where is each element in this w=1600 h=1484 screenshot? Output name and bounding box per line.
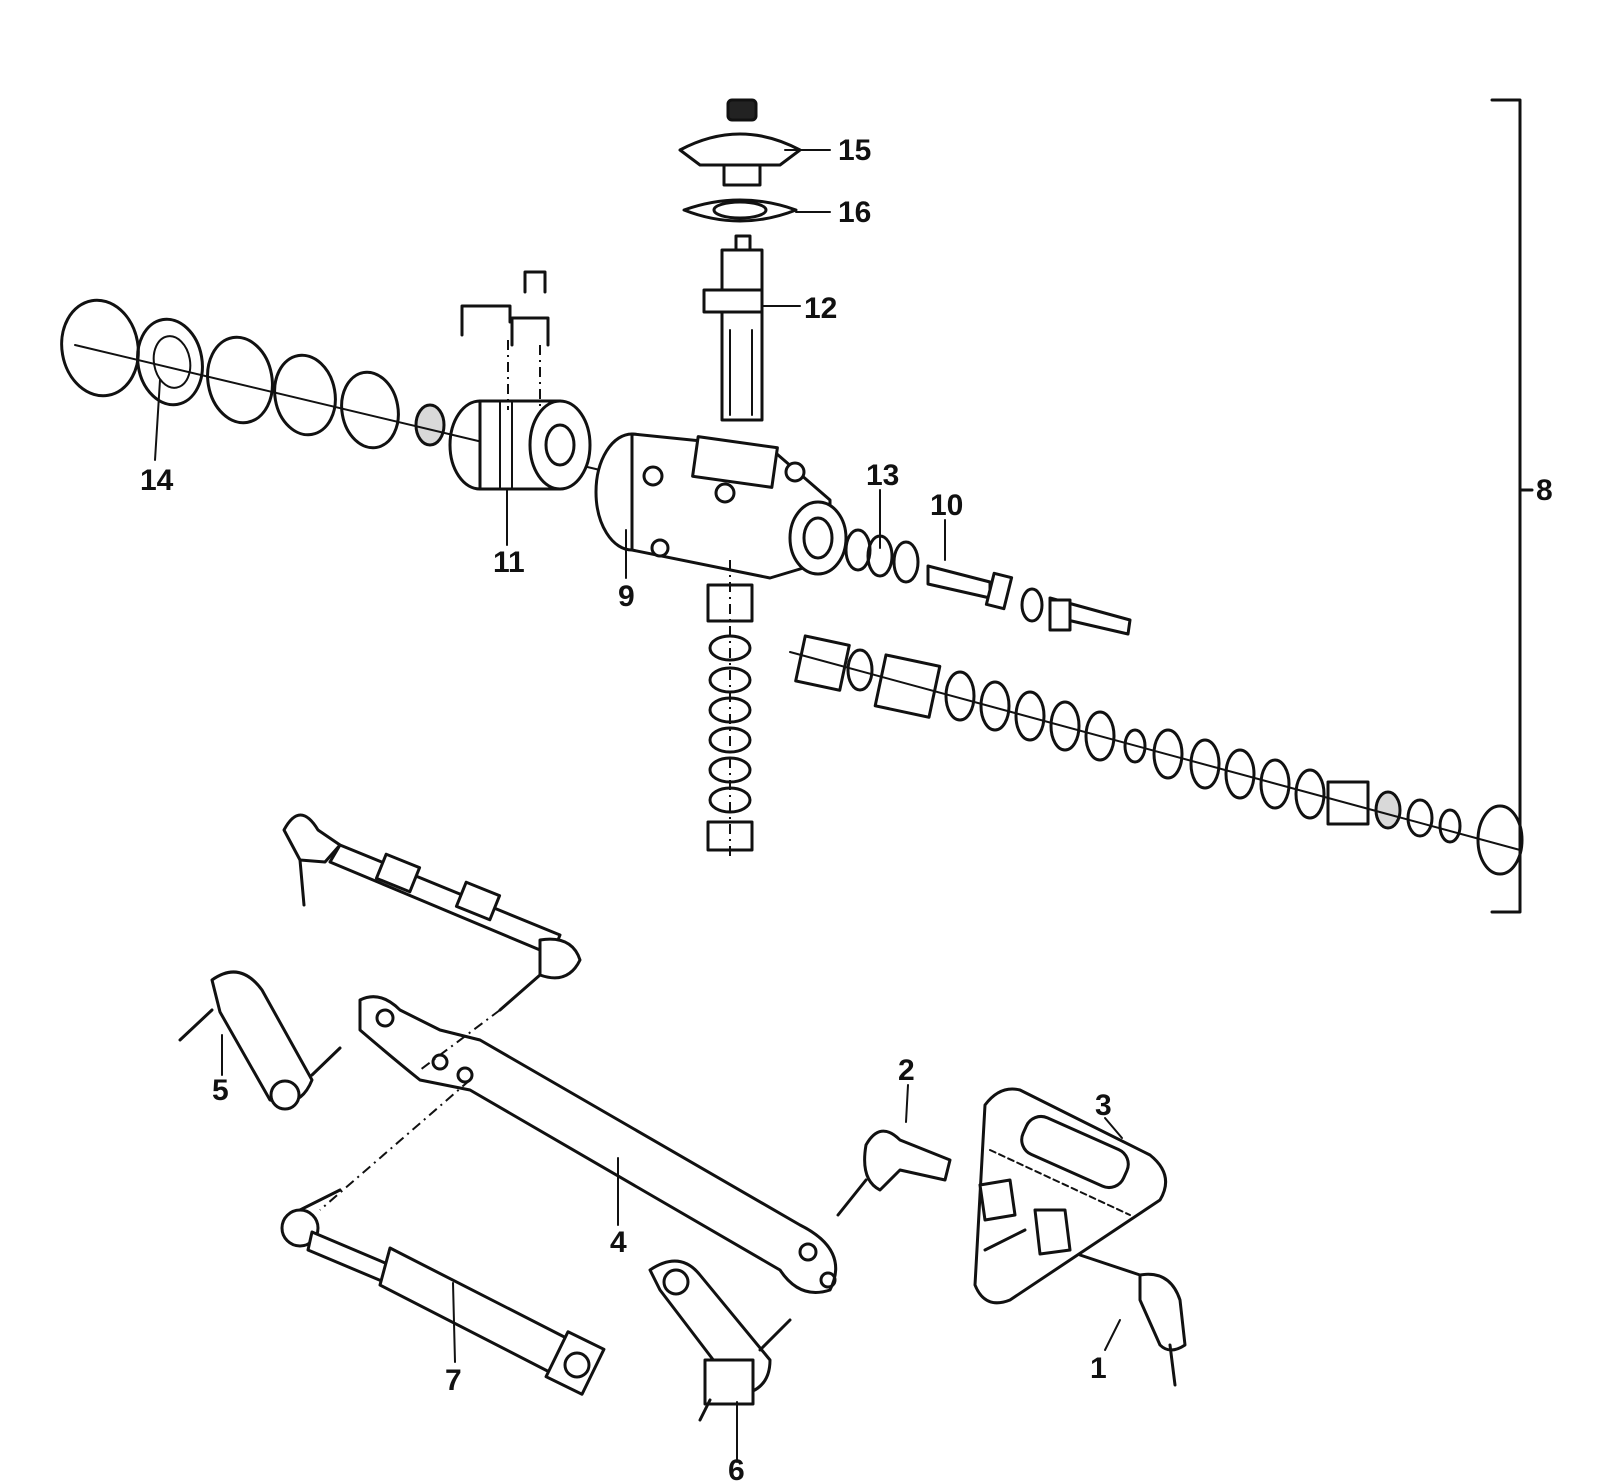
callout-8: 8 — [1536, 474, 1553, 507]
callout-labels: 15 16 12 14 13 10 8 11 9 5 2 3 4 7 1 6 — [140, 134, 1553, 1484]
callout-12: 12 — [804, 292, 837, 325]
callout-7: 7 — [445, 1364, 462, 1397]
rack-piston — [448, 399, 592, 491]
callout-6: 6 — [728, 1454, 745, 1484]
assembly-centerlines — [319, 1009, 501, 1211]
gear-housing — [594, 432, 848, 580]
callout-4: 4 — [610, 1226, 627, 1259]
worm-shaft-assembly — [844, 528, 1132, 636]
lower-seal-stack — [706, 560, 754, 860]
callout-9: 9 — [618, 580, 635, 613]
callout-2: 2 — [898, 1054, 915, 1087]
callout-10: 10 — [930, 489, 963, 522]
callout-5: 5 — [212, 1074, 229, 1107]
ball-guide-clamps — [460, 270, 550, 410]
adjuster-sleeve-kit — [973, 1087, 1168, 1305]
valve-seal-stack — [789, 634, 1524, 876]
assembly-bracket — [1490, 98, 1534, 914]
callout-14: 14 — [140, 464, 174, 497]
sector-shaft-assembly — [678, 98, 802, 422]
callout-1: 1 — [1090, 1352, 1107, 1385]
tie-rod-end-outer — [836, 1129, 952, 1217]
callout-13: 13 — [866, 459, 899, 492]
tie-rod-end-inner — [1078, 1253, 1187, 1387]
relay-rod — [358, 995, 838, 1294]
leader-lines — [154, 149, 1123, 1463]
callout-15: 15 — [838, 134, 871, 167]
idler-arm — [648, 1259, 792, 1422]
callout-16: 16 — [838, 196, 871, 229]
callout-3: 3 — [1095, 1089, 1112, 1122]
steering-damper — [280, 1188, 606, 1396]
pitman-arm — [178, 970, 342, 1111]
tie-rod-assembly — [282, 813, 582, 1012]
callout-11: 11 — [493, 546, 525, 579]
